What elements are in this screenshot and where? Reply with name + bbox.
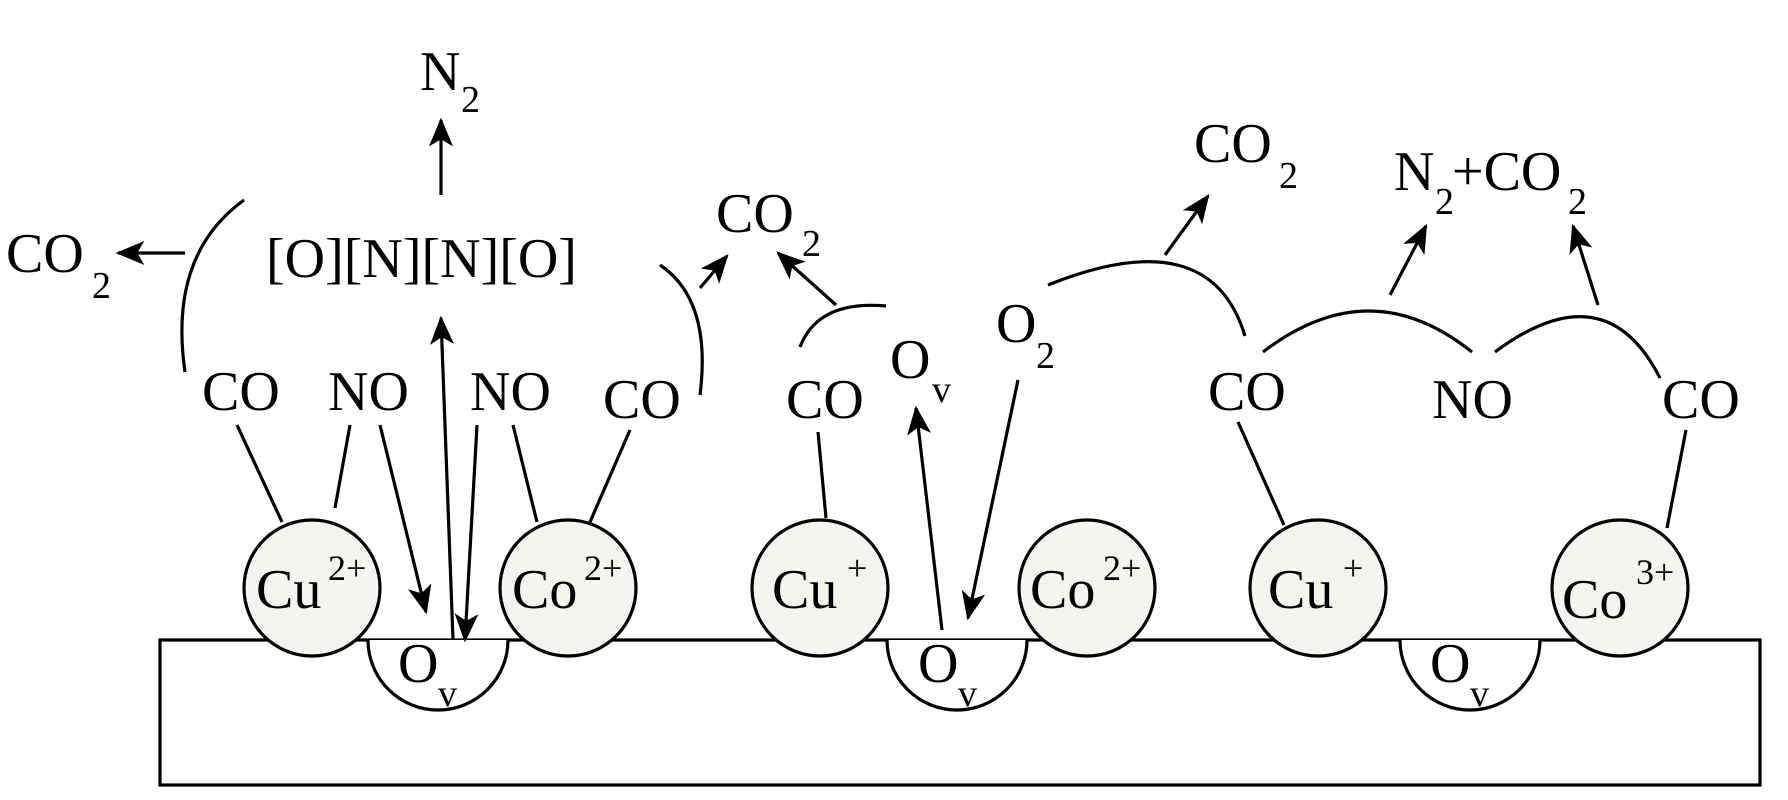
ion-cu2plus: Cu 2+ — [242, 518, 382, 658]
ov-floating-label: O — [890, 329, 930, 391]
vacancy-1-sub: v — [438, 673, 457, 715]
svg-text:2+: 2+ — [328, 548, 366, 588]
co2-left-label: CO — [6, 223, 84, 285]
n2-co2-right-sub2: 2 — [1568, 181, 1587, 223]
oxygen-vacancy-1: O v — [366, 633, 510, 715]
svg-text:2+: 2+ — [584, 548, 622, 588]
oxygen-vacancy-3: O v — [1398, 633, 1542, 715]
ion-co2plus-a: Co 2+ — [498, 518, 638, 658]
n2-top-sub: 2 — [461, 79, 480, 121]
vacancy-3-label: O — [1430, 633, 1470, 695]
vacancy-2-sub: v — [958, 673, 977, 715]
co-label-5: CO — [1662, 369, 1740, 431]
oxygen-vacancy-2: O v — [885, 633, 1029, 715]
co-label-2: CO — [603, 369, 681, 431]
co2-mid2-label: CO — [1194, 113, 1272, 175]
svg-text:2+: 2+ — [1103, 548, 1141, 588]
o2-sub: 2 — [1036, 335, 1055, 377]
ion-co2plus-b: Co 2+ — [1017, 518, 1157, 658]
svg-text:Cu: Cu — [1268, 559, 1333, 621]
svg-text:Co: Co — [1562, 569, 1627, 631]
vacancy-2-label: O — [918, 633, 958, 695]
o2-label: O — [996, 293, 1036, 355]
vacancy-3-sub: v — [1470, 673, 1489, 715]
no-label-2: NO — [470, 361, 551, 423]
co2-mid1-label: CO — [716, 183, 794, 245]
no-label-1: NO — [328, 361, 409, 423]
n2-co2-right-plus: +CO — [1452, 141, 1561, 203]
co-label-3: CO — [786, 369, 864, 431]
reaction-arrows — [115, 117, 1600, 643]
ov-floating-sub: v — [932, 369, 951, 411]
svg-text:+: + — [847, 548, 867, 588]
co-label-4: CO — [1208, 361, 1286, 423]
n2-top-label: N — [420, 41, 460, 103]
co2-mid2-sub: 2 — [1279, 155, 1298, 197]
svg-text:Co: Co — [512, 559, 577, 621]
svg-text:3+: 3+ — [1636, 552, 1674, 592]
bond-lines — [235, 421, 1688, 529]
onno-intermediate-label: [O][N][N][O] — [266, 228, 577, 290]
ion-co3plus: Co 3+ — [1550, 518, 1690, 658]
n2-co2-right-sub1: 2 — [1435, 181, 1454, 223]
ion-cuplus-b: Cu + — [1248, 518, 1388, 658]
svg-text:Cu: Cu — [256, 559, 321, 621]
svg-text:+: + — [1343, 548, 1363, 588]
svg-text:Cu: Cu — [772, 559, 837, 621]
svg-text:Co: Co — [1030, 559, 1095, 621]
curve-connections — [180, 198, 1662, 396]
vacancy-1-label: O — [398, 633, 438, 695]
co2-mid1-sub: 2 — [802, 223, 821, 265]
ion-cuplus-a: Cu + — [750, 518, 890, 658]
no-label-3: NO — [1432, 369, 1513, 431]
co-label-1: CO — [202, 361, 280, 423]
n2-co2-right-label: N — [1394, 141, 1434, 203]
co2-left-sub: 2 — [92, 265, 111, 307]
